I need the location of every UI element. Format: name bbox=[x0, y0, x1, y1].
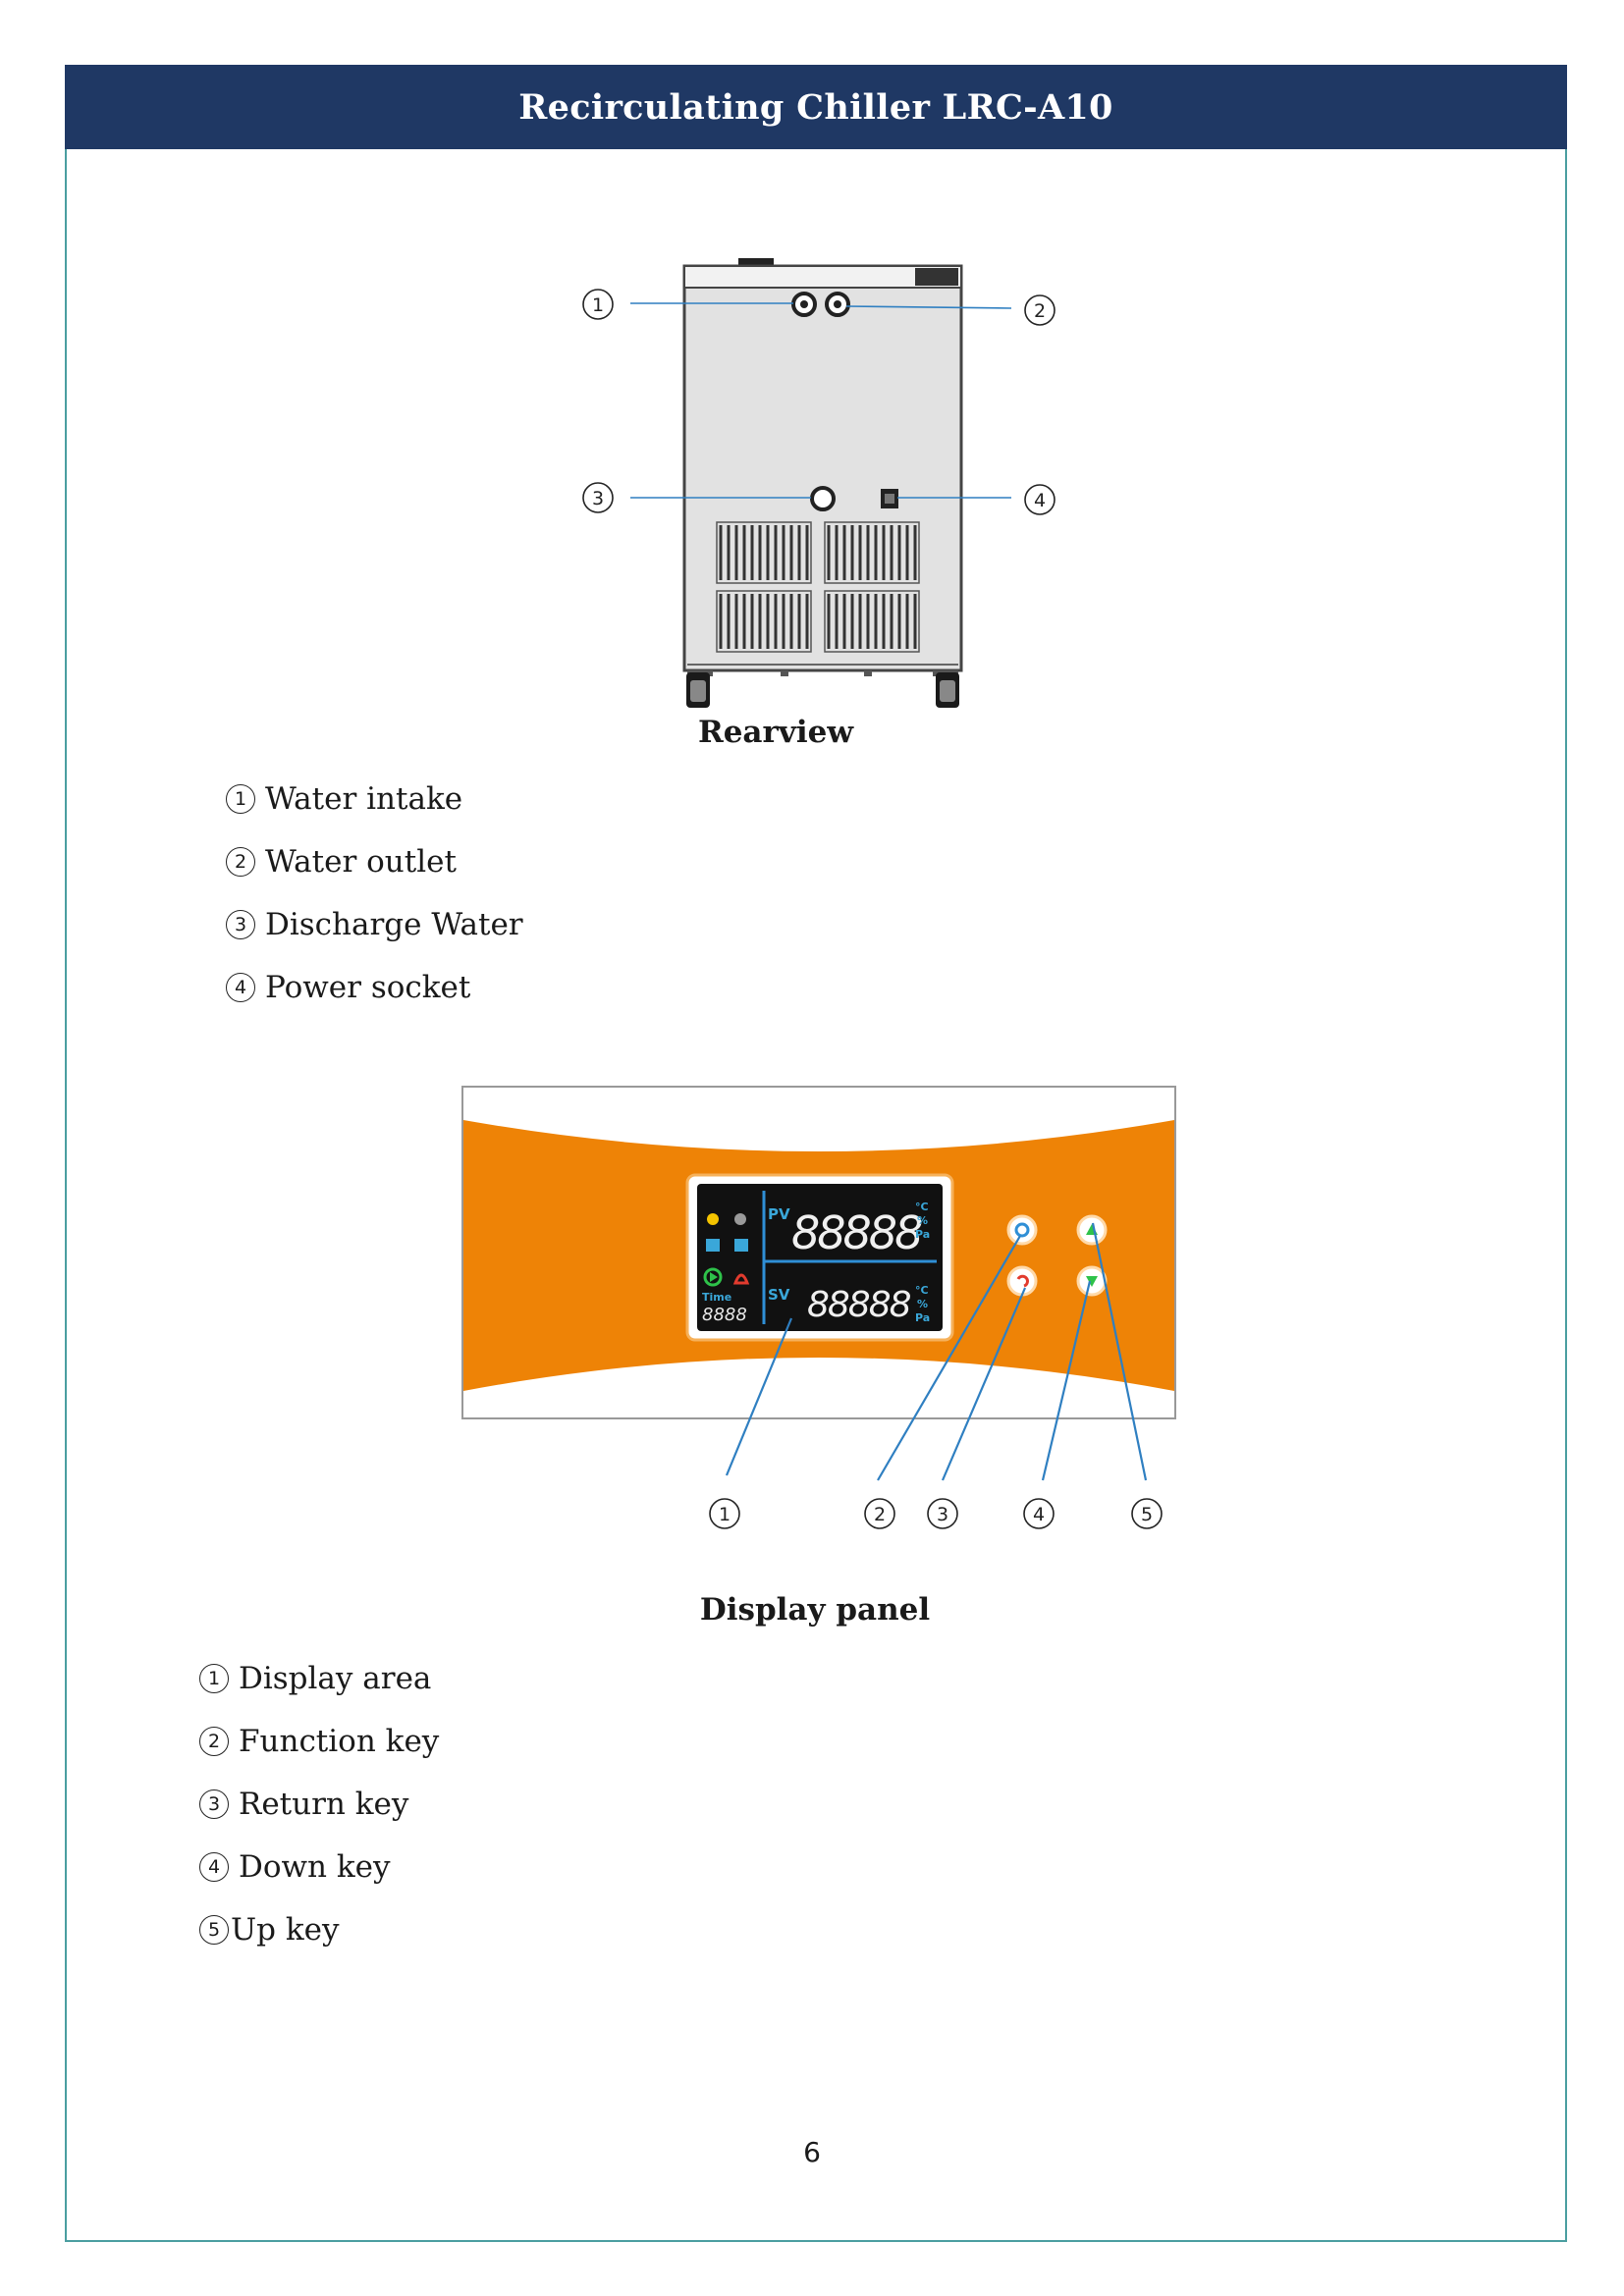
lcd-sv-unit-c: °C bbox=[915, 1284, 929, 1297]
lcd-sv-digits: 88888 bbox=[807, 1285, 911, 1325]
return-key[interactable] bbox=[1006, 1265, 1038, 1297]
function-key[interactable] bbox=[1006, 1214, 1038, 1246]
rear-callout-1: 1 bbox=[592, 294, 604, 316]
legend-number: 3 bbox=[199, 1789, 229, 1819]
legend-number: 1 bbox=[199, 1664, 229, 1693]
legend-number: 1 bbox=[226, 784, 255, 814]
legend-label: Display area bbox=[239, 1661, 432, 1696]
legend-number: 2 bbox=[226, 847, 255, 877]
legend-number: 4 bbox=[226, 973, 255, 1002]
lcd-time-label: Time bbox=[702, 1291, 731, 1304]
legend-item: 4 Power socket bbox=[226, 966, 523, 1009]
legend-label: Water outlet bbox=[265, 844, 457, 880]
lcd-pv-digits: 88888 bbox=[791, 1206, 922, 1259]
rear-callout-3: 3 bbox=[592, 488, 604, 509]
legend-item: 4 Down key bbox=[199, 1845, 439, 1889]
legend-label: Function key bbox=[239, 1724, 440, 1759]
panel-callout-2: 2 bbox=[874, 1504, 886, 1525]
page-number: 6 bbox=[803, 2136, 821, 2168]
legend-item: 2 Water outlet bbox=[226, 840, 523, 883]
display-panel-diagram: Time 8888 PV 88888 SV 88888 °C % Pa °C %… bbox=[461, 1086, 1176, 1529]
display-panel-caption: Display panel bbox=[699, 1592, 931, 1628]
legend-label: Discharge Water bbox=[265, 907, 523, 942]
lcd-time-digits: 8888 bbox=[702, 1305, 747, 1325]
rearview-caption: Rearview bbox=[697, 715, 854, 750]
legend-item: 1 Water intake bbox=[226, 777, 523, 821]
legend-item: 3 Return key bbox=[199, 1783, 439, 1826]
legend-item: 1 Display area bbox=[199, 1657, 439, 1700]
legend-label: Up key bbox=[231, 1912, 340, 1948]
rear-callout-2: 2 bbox=[1034, 300, 1046, 322]
lcd-sv-label: SV bbox=[768, 1286, 790, 1304]
legend-number: 3 bbox=[226, 910, 255, 939]
panel-callout-5: 5 bbox=[1141, 1504, 1153, 1525]
legend-label: Down key bbox=[239, 1849, 391, 1885]
legend-item: 2 Function key bbox=[199, 1720, 439, 1763]
rearview-legend: 1 Water intake 2 Water outlet 3 Discharge W… bbox=[226, 777, 523, 1029]
rearview-diagram: 1 2 3 4 bbox=[582, 258, 1056, 708]
legend-number: 5 bbox=[199, 1915, 229, 1945]
legend-item: 3 Discharge Water bbox=[226, 903, 523, 946]
legend-label: Return key bbox=[239, 1787, 409, 1822]
panel-callout-1: 1 bbox=[719, 1504, 731, 1525]
rear-callout-4: 4 bbox=[1034, 490, 1046, 511]
legend-label: Water intake bbox=[265, 781, 463, 817]
document-title: Recirculating Chiller LRC-A10 bbox=[518, 86, 1113, 128]
panel-callout-4: 4 bbox=[1033, 1504, 1045, 1525]
lcd-sv-unit-pa: Pa bbox=[915, 1311, 930, 1324]
lcd-pv-unit-pct: % bbox=[917, 1214, 928, 1227]
legend-label: Power socket bbox=[265, 970, 471, 1005]
panel-callout-3: 3 bbox=[937, 1504, 948, 1525]
lcd-pv-unit-pa: Pa bbox=[915, 1228, 930, 1241]
header-band: Recirculating Chiller LRC-A10 bbox=[65, 65, 1567, 149]
lcd-sv-unit-pct: % bbox=[917, 1298, 928, 1310]
lcd-pv-label: PV bbox=[768, 1205, 790, 1223]
legend-number: 2 bbox=[199, 1727, 229, 1756]
lcd-pv-unit-c: °C bbox=[915, 1201, 929, 1213]
legend-number: 4 bbox=[199, 1852, 229, 1882]
